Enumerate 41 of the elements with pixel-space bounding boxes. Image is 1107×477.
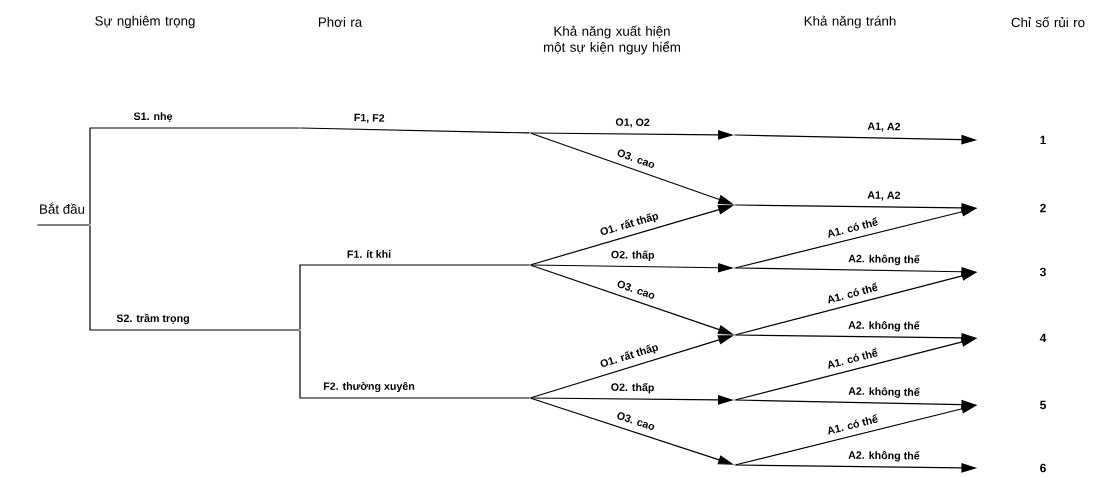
edge-label: O1. rất thấp [598, 209, 661, 239]
edge-label: A1, A2 [866, 121, 902, 133]
risk-index: 2 [1040, 203, 1046, 213]
risk-index: 1 [1040, 135, 1046, 145]
edge-label: A2. không thể [847, 385, 921, 400]
column-heading: Khả năng tránh [804, 15, 896, 29]
risk-index: 3 [1039, 267, 1046, 277]
edge-label: O1. rất thấp [598, 341, 661, 371]
edge-label: F1, F2 [352, 112, 386, 125]
risk-index: 5 [1040, 400, 1046, 410]
edge-label: A1. có thể [825, 281, 880, 305]
risk-index: 4 [1039, 333, 1047, 343]
branch-line [299, 330, 530, 399]
column-heading: Sự nghiêm trọng [95, 15, 195, 29]
edge-label: S2. trầm trọng [115, 312, 191, 325]
start-label: Bắt đầu [40, 202, 85, 214]
edge-label: A2. không thể [847, 449, 921, 463]
branch-line [89, 225, 300, 331]
branch-line [36, 224, 90, 226]
column-heading: Chỉ số rủi ro [1011, 16, 1085, 28]
edge-label: O3. cao [615, 147, 657, 170]
branch-line [299, 264, 530, 330]
branch-line [89, 127, 300, 225]
column-heading: Phơi ra [318, 17, 363, 27]
edge-label: S1. nhẹ [132, 111, 174, 123]
edge-label: O2. thấp [609, 381, 656, 395]
edge-label: A1, A2 [866, 190, 902, 202]
edge-label: O1, O2 [614, 117, 651, 129]
column-heading: Khả năng xuất hiện một sự kiện nguy hiểm [543, 25, 681, 55]
edge-label: A2. không thể [847, 252, 921, 267]
edge-label: F2. thường xuyên [322, 381, 416, 393]
edge-label: A1. có thể [825, 346, 880, 370]
edge-label: F1. ít khi [346, 249, 392, 259]
edge-label: A1. có thể [825, 215, 880, 239]
edge-label: A2. không thể [847, 319, 921, 333]
edge-label: O3. cao [615, 278, 658, 301]
edge-label: O3. cao [614, 410, 657, 432]
edge-label: O2. thấp [610, 249, 656, 262]
risk-index: 6 [1040, 463, 1046, 473]
edge-label: A1. có thể [825, 412, 880, 436]
branch-line [300, 127, 530, 134]
